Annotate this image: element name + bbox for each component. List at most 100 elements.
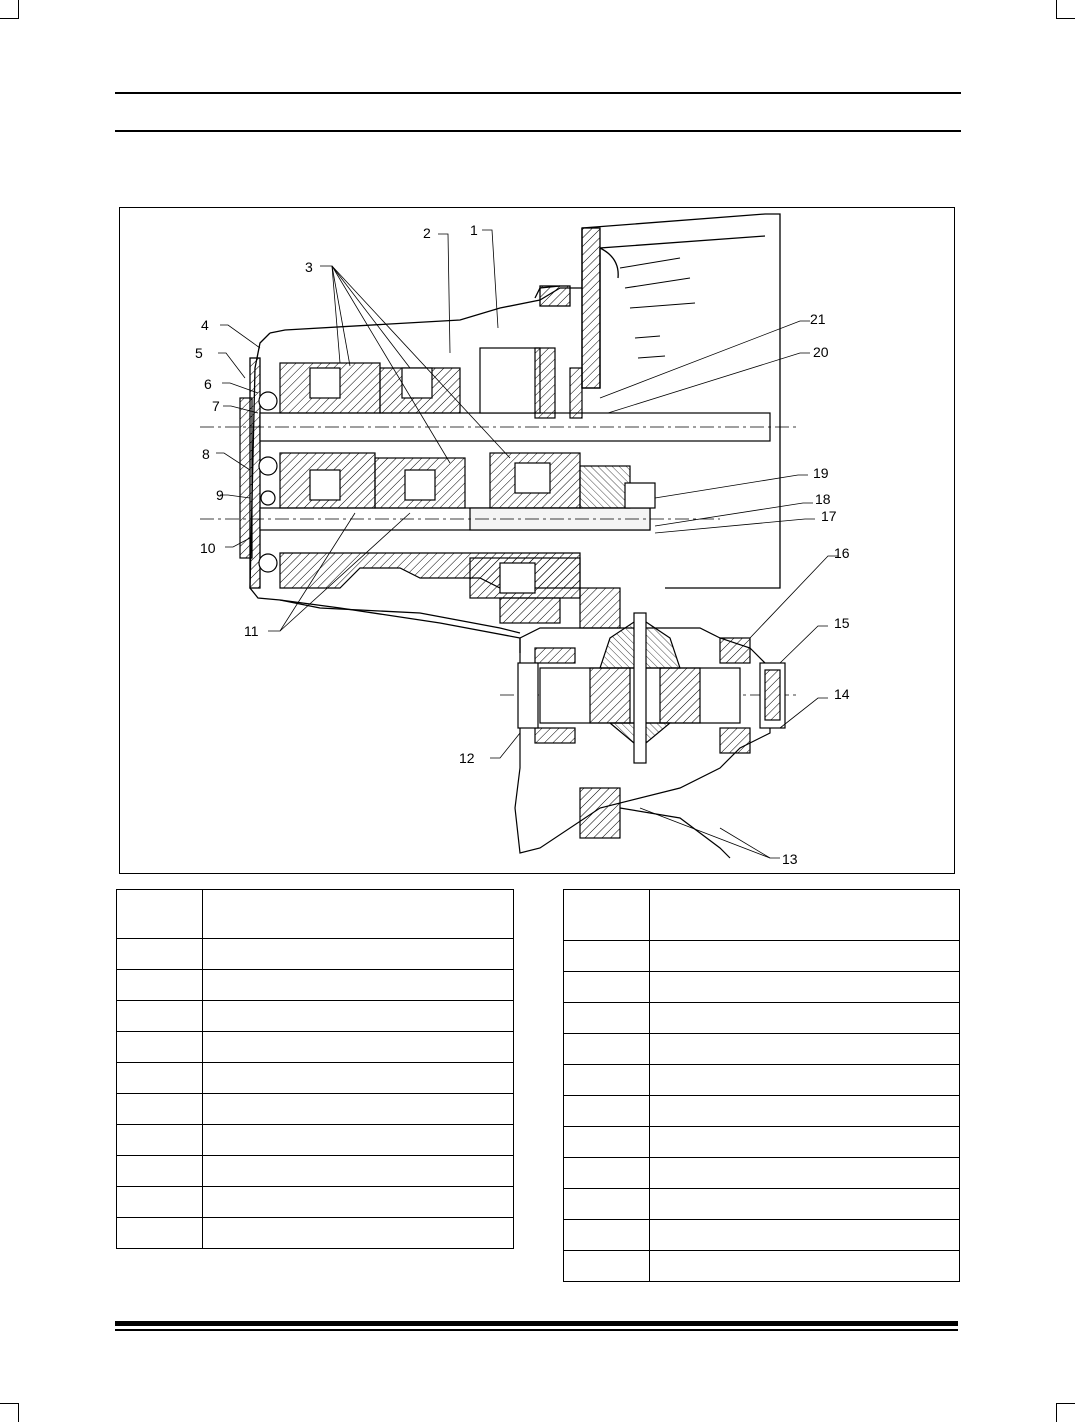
cell-number — [116, 1186, 203, 1218]
table-row — [563, 1126, 960, 1158]
cell-number — [116, 1155, 203, 1187]
header-cell-description — [202, 889, 514, 939]
callout-20: 20 — [813, 344, 829, 360]
differential-assembly — [514, 587, 786, 859]
cell-description — [649, 1188, 960, 1220]
table-row — [563, 1250, 960, 1282]
header-cell-number — [116, 889, 203, 939]
clutch-housing — [581, 213, 781, 589]
cell-number — [116, 1124, 203, 1156]
table-header-row — [116, 889, 514, 939]
table-row — [116, 1031, 514, 1063]
crop-mark-bottom-right — [1056, 1403, 1075, 1422]
parts-table-right — [563, 889, 960, 1282]
cell-description — [649, 1033, 960, 1065]
cell-number — [116, 1000, 203, 1032]
crop-mark-bottom-left — [0, 1403, 19, 1422]
callout-10: 10 — [200, 540, 216, 556]
cell-number — [116, 969, 203, 1001]
crop-mark-top-left — [0, 0, 19, 19]
leader-lines — [216, 229, 838, 859]
cell-number — [563, 1095, 650, 1127]
table-row — [563, 940, 960, 972]
lower-gear-cluster — [279, 552, 581, 624]
callout-13: 13 — [782, 851, 798, 867]
cell-number — [563, 1033, 650, 1065]
header-rule-bottom — [115, 130, 961, 132]
table-row — [116, 1093, 514, 1125]
cross-section-drawing: 1 2 3 4 5 6 7 8 9 10 11 12 13 14 15 16 1… — [195, 213, 850, 867]
cell-description — [202, 1000, 514, 1032]
callout-1: 1 — [470, 222, 478, 238]
cell-number — [563, 1250, 650, 1282]
cell-description — [202, 1217, 514, 1249]
callout-15: 15 — [834, 615, 850, 631]
cell-description — [202, 969, 514, 1001]
callout-16: 16 — [834, 545, 850, 561]
parts-table-left — [116, 889, 514, 1249]
cell-number — [563, 1002, 650, 1034]
cell-description — [649, 1064, 960, 1096]
cell-description — [202, 1124, 514, 1156]
callout-8: 8 — [202, 446, 210, 462]
callout-4: 4 — [201, 317, 209, 333]
callout-18: 18 — [815, 491, 831, 507]
cell-description — [649, 1095, 960, 1127]
gearbox-housing — [249, 285, 582, 653]
table-row — [116, 1124, 514, 1156]
table-row — [563, 1095, 960, 1127]
cell-description — [202, 1031, 514, 1063]
footer-rule-thin — [115, 1329, 958, 1331]
cell-number — [116, 1093, 203, 1125]
table-row — [563, 1002, 960, 1034]
cell-number — [563, 971, 650, 1003]
callout-9: 9 — [216, 487, 224, 503]
transaxle-cross-section-figure: 1 2 3 4 5 6 7 8 9 10 11 12 13 14 15 16 1… — [119, 207, 955, 874]
header-cell-description — [649, 889, 960, 941]
cell-description — [202, 1062, 514, 1094]
table-row — [563, 1064, 960, 1096]
cell-number — [116, 938, 203, 970]
cell-description — [649, 1250, 960, 1282]
callout-5: 5 — [195, 345, 203, 361]
header-cell-number — [563, 889, 650, 941]
cell-number — [563, 1157, 650, 1189]
callout-14: 14 — [834, 686, 850, 702]
cell-number — [563, 940, 650, 972]
callout-3: 3 — [305, 259, 313, 275]
cell-number — [116, 1217, 203, 1249]
middle-gear-cluster — [279, 452, 656, 509]
table-row — [563, 1157, 960, 1189]
table-row — [116, 938, 514, 970]
table-row — [116, 1062, 514, 1094]
callout-labels: 1 2 3 4 5 6 7 8 9 10 11 12 13 14 15 16 1… — [195, 222, 850, 867]
table-row — [116, 969, 514, 1001]
table-row — [116, 1000, 514, 1032]
table-row — [563, 1033, 960, 1065]
table-row — [116, 1155, 514, 1187]
header-rule-top — [115, 92, 961, 94]
callout-21: 21 — [810, 311, 826, 327]
cell-number — [563, 1188, 650, 1220]
left-bearings — [239, 391, 278, 573]
table-row — [563, 1188, 960, 1220]
callout-7: 7 — [212, 398, 220, 414]
callout-11: 11 — [244, 623, 259, 639]
cell-description — [649, 1219, 960, 1251]
footer-rule-thick — [115, 1321, 958, 1326]
cell-description — [649, 1002, 960, 1034]
cell-description — [202, 938, 514, 970]
table-row — [563, 971, 960, 1003]
callout-17: 17 — [821, 508, 837, 524]
table-header-row — [563, 889, 960, 941]
cell-description — [649, 940, 960, 972]
callout-19: 19 — [813, 465, 829, 481]
cell-description — [649, 1157, 960, 1189]
cell-description — [202, 1155, 514, 1187]
callout-12: 12 — [459, 750, 475, 766]
table-row — [116, 1186, 514, 1218]
cell-description — [649, 1126, 960, 1158]
cell-number — [116, 1031, 203, 1063]
table-row — [563, 1219, 960, 1251]
cell-description — [649, 971, 960, 1003]
